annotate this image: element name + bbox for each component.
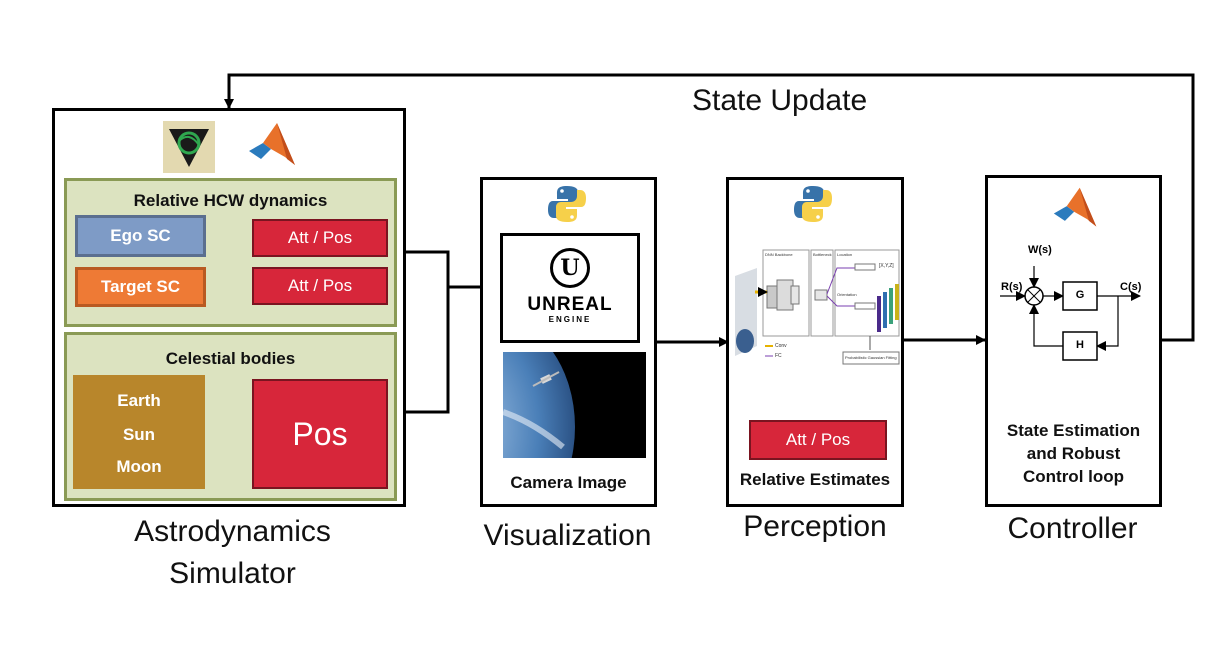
simulator-caption-line1: Astrodynamics <box>134 515 331 548</box>
controller-text-line3: Control loop <box>1022 467 1125 486</box>
target-sc-box: Target SC <box>75 267 206 307</box>
sun-label: Sun <box>122 425 156 444</box>
simulator-caption-line2: Simulator <box>169 557 296 590</box>
state-update-line <box>224 73 1195 342</box>
net-label-fitting: Probabilistic Gaussian Fitting <box>845 355 897 360</box>
unreal-logo-icon: U <box>550 248 590 288</box>
sim-to-vis-line-bottom <box>392 287 450 414</box>
celestial-bodies-box: Celestial bodies Earth Sun Moon Pos <box>64 332 397 501</box>
state-update-label: State Update <box>692 84 868 117</box>
signal-r: R(s) <box>1001 281 1023 293</box>
target-att-pos-box: Att / Pos <box>252 267 388 305</box>
simulator-panel: Relative HCW dynamics Ego SC Target SC A… <box>52 108 406 507</box>
ego-att-pos-box: Att / Pos <box>252 219 388 257</box>
python-logo <box>793 184 833 224</box>
matlab-logo <box>247 119 299 171</box>
controller-text-line1: State Estimation <box>1006 421 1141 440</box>
net-label-fc: FC <box>775 353 782 359</box>
ego-sc-box: Ego SC <box>75 215 206 257</box>
block-g: G <box>1075 289 1085 301</box>
net-label-location: Location <box>837 252 853 257</box>
controller-caption: Controller <box>1007 512 1138 545</box>
unreal-engine-line2: ENGINE <box>548 315 592 324</box>
pos-box: Pos <box>252 379 388 489</box>
celestial-bodies-title: Celestial bodies <box>165 349 296 368</box>
perception-panel: DNN Backbone Bottleneck Location [X,Y,Z]… <box>726 177 904 507</box>
visualization-panel: U UNREAL ENGINE Camera Image <box>480 177 657 507</box>
relative-estimates-label: Relative Estimates <box>739 470 891 489</box>
control-block-diagram <box>1000 266 1141 361</box>
unreal-engine-line1: UNREAL <box>527 294 613 315</box>
net-label-backbone: DNN Backbone <box>765 252 793 257</box>
hcw-dynamics-title: Relative HCW dynamics <box>133 191 328 210</box>
matlab-logo <box>1051 184 1101 232</box>
unreal-engine-box: U UNREAL ENGINE <box>500 233 640 343</box>
net-label-xyz: [X,Y,Z] <box>879 263 894 269</box>
python-logo <box>547 184 587 224</box>
moon-label: Moon <box>116 457 162 476</box>
net-label-bottleneck: Bottleneck <box>813 252 832 257</box>
signal-w: W(s) <box>1028 244 1052 256</box>
controller-panel: W(s) R(s) C(s) G H State Estimation and … <box>985 175 1162 507</box>
camera-image <box>503 352 646 458</box>
earth-label: Earth <box>117 391 161 410</box>
visualization-caption: Visualization <box>483 519 652 552</box>
signal-c: C(s) <box>1120 281 1142 293</box>
block-h: H <box>1076 339 1084 351</box>
controller-text-line2: and Robust <box>1026 444 1121 463</box>
hcw-dynamics-box: Relative HCW dynamics Ego SC Target SC A… <box>64 178 397 327</box>
camera-image-label: Camera Image <box>510 473 627 492</box>
net-label-orientation: Orientation <box>837 292 857 297</box>
perception-att-pos-box: Att / Pos <box>749 420 887 460</box>
gmat-logo <box>163 121 215 173</box>
network-diagram: DNN Backbone Bottleneck Location [X,Y,Z]… <box>735 246 901 370</box>
sim-to-vis-line-top <box>392 250 450 287</box>
bodies-box: Earth Sun Moon <box>73 375 205 489</box>
perception-caption: Perception <box>743 510 887 543</box>
net-label-conv: Conv <box>775 343 787 349</box>
